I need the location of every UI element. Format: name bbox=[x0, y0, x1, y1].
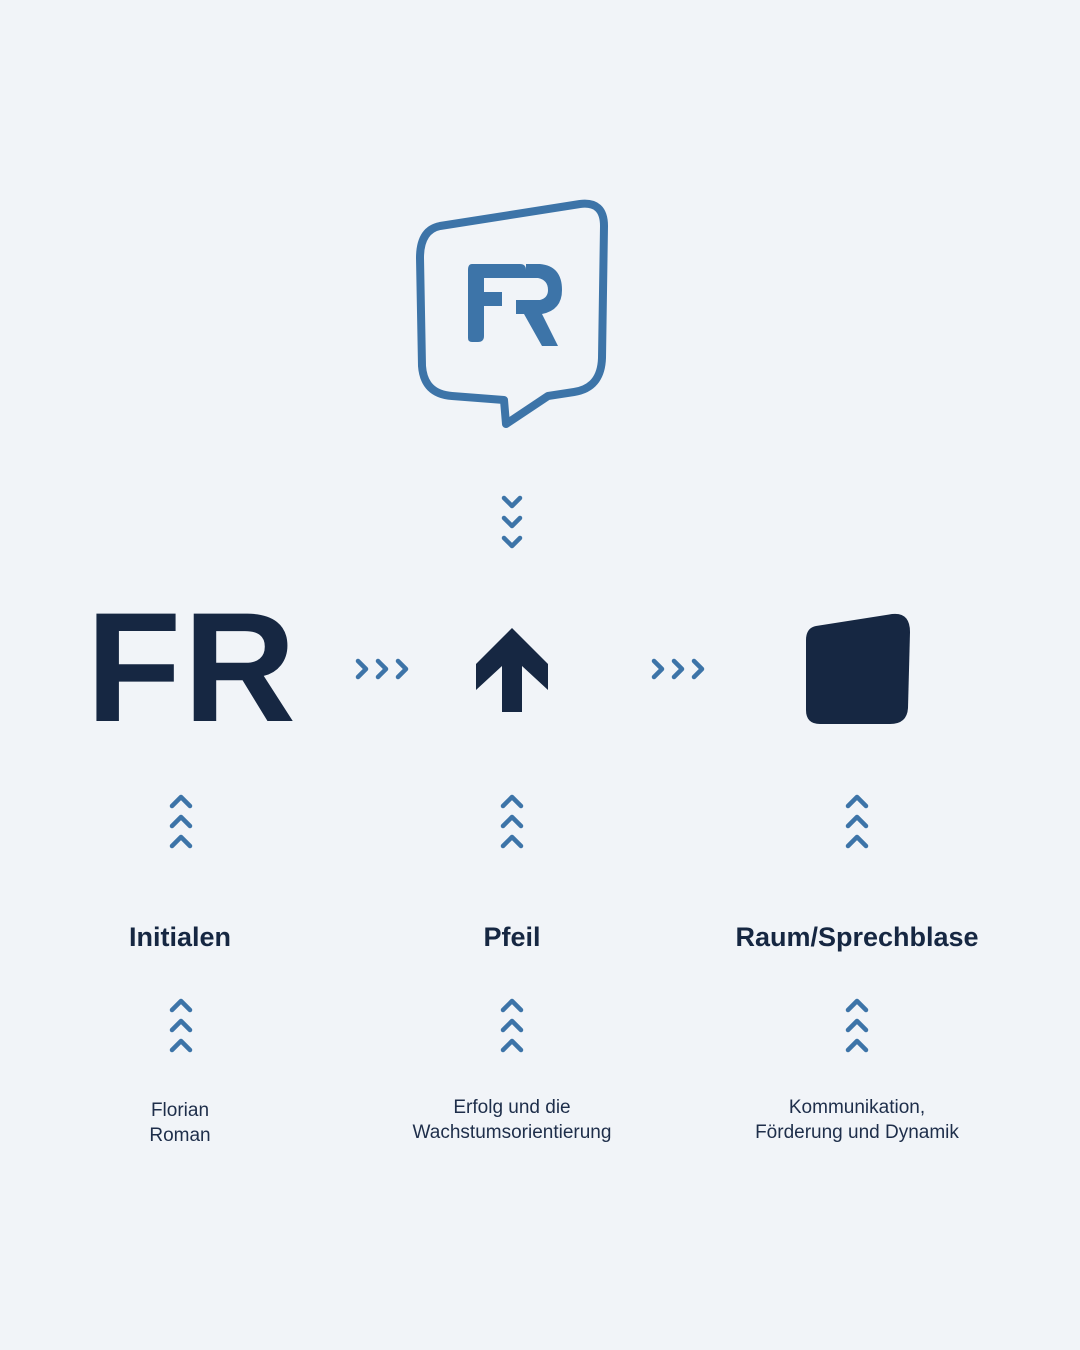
heading-raum-sprechblase: Raum/Sprechblase bbox=[735, 922, 979, 952]
description-raum-sprechblase: Kommunikation, Förderung und Dynamik bbox=[697, 1095, 1017, 1145]
chevrons-down-icon bbox=[501, 495, 523, 549]
chevrons-up-icon bbox=[845, 998, 869, 1053]
chevrons-right-icon bbox=[651, 658, 705, 680]
description-line: Kommunikation, bbox=[788, 1097, 926, 1118]
chevrons-up-icon bbox=[845, 794, 869, 849]
fr-logo-icon bbox=[416, 199, 608, 428]
initials-mark: FR bbox=[86, 581, 298, 755]
description-line: Wachstumsorientierung bbox=[412, 1122, 612, 1143]
description-pfeil: Erfolg und die Wachstumsorientierung bbox=[352, 1095, 672, 1145]
speech-bubble-shape-icon bbox=[806, 613, 910, 724]
chevrons-up-icon bbox=[169, 794, 193, 849]
chevrons-right-icon bbox=[355, 658, 409, 680]
description-line: Förderung und Dynamik bbox=[755, 1122, 959, 1143]
description-initialen: Florian Roman bbox=[20, 1098, 340, 1148]
arrow-up-icon bbox=[476, 628, 548, 712]
chevrons-up-icon bbox=[169, 998, 193, 1053]
description-line: Florian bbox=[150, 1100, 210, 1121]
chevrons-up-icon bbox=[500, 998, 524, 1053]
description-line: Erfolg und die bbox=[453, 1097, 571, 1118]
description-line: Roman bbox=[149, 1125, 211, 1146]
heading-pfeil: Pfeil bbox=[483, 922, 541, 952]
heading-initialen: Initialen bbox=[128, 922, 231, 952]
chevrons-up-icon bbox=[500, 794, 524, 849]
